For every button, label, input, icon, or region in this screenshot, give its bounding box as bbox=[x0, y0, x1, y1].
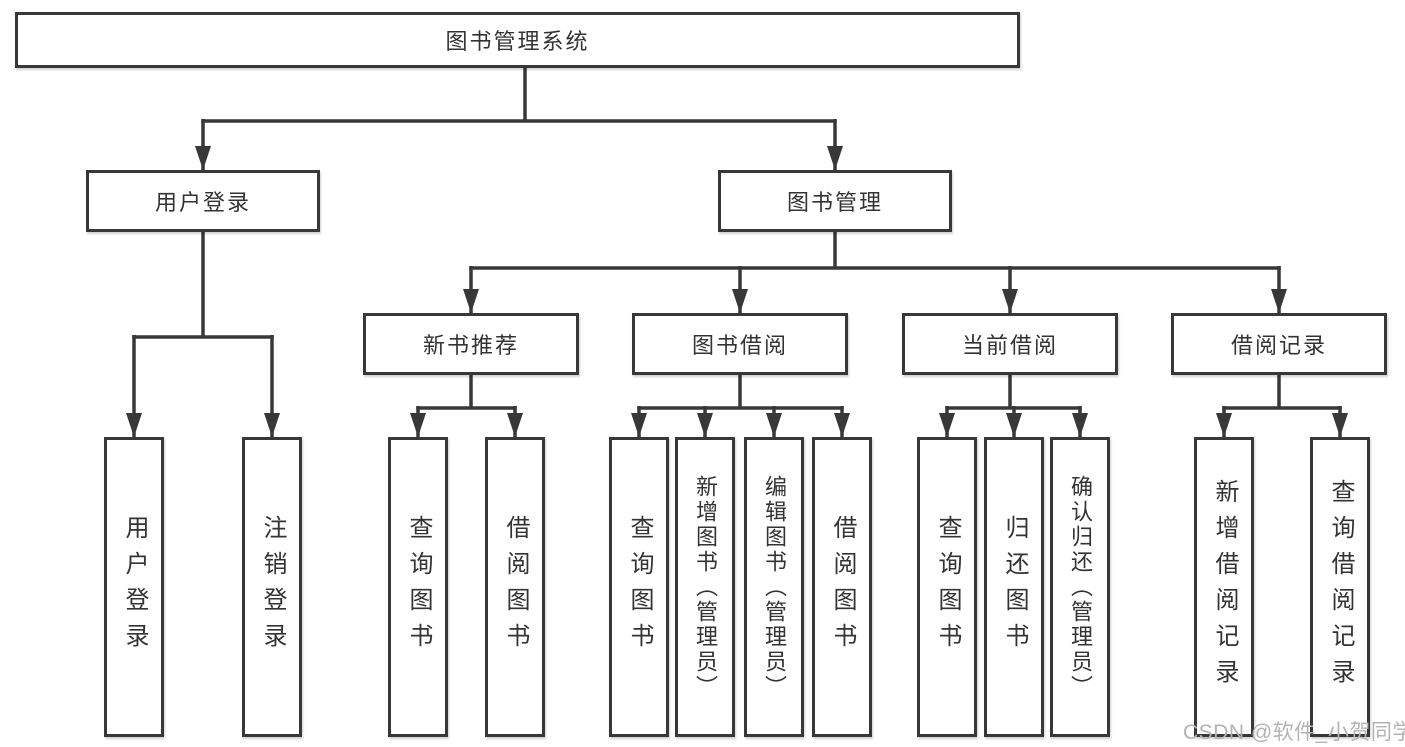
connector-borrow-records-branch bbox=[1222, 373, 1342, 410]
node-leaf-user-login-label: 用户登录 bbox=[121, 515, 148, 659]
node-borrow-records: 借阅记录 bbox=[1171, 313, 1387, 375]
node-root: 图书管理系统 bbox=[15, 12, 1020, 68]
watermark: CSDN @软件_小贺同学 bbox=[1183, 721, 1405, 744]
node-leaf-edit-book-admin: 编辑图书（管理员） bbox=[744, 437, 804, 737]
connector-root-to-level2 bbox=[201, 66, 837, 123]
node-leaf-add-book-admin-label: 新增图书（管理员） bbox=[693, 474, 718, 700]
node-leaf-logout-label: 注销登录 bbox=[259, 515, 286, 659]
connector-user-login-branch bbox=[132, 230, 274, 339]
node-leaf-query-book-borrow-label: 查询图书 bbox=[626, 515, 653, 659]
node-root-label: 图书管理系统 bbox=[445, 29, 590, 54]
node-leaf-borrow-book-recommend: 借阅图书 bbox=[485, 437, 545, 737]
node-leaf-return-book: 归还图书 bbox=[984, 437, 1044, 737]
connector-book-management-branch bbox=[469, 230, 1281, 270]
node-leaf-confirm-return-admin-label: 确认归还（管理员） bbox=[1068, 474, 1093, 700]
node-current-borrow-label: 当前借阅 bbox=[961, 333, 1058, 358]
node-borrow-records-label: 借阅记录 bbox=[1230, 333, 1327, 358]
node-leaf-query-book-recommend: 查询图书 bbox=[388, 437, 448, 737]
node-book-management-label: 图书管理 bbox=[786, 190, 883, 215]
node-leaf-logout: 注销登录 bbox=[242, 437, 302, 737]
node-leaf-user-login: 用户登录 bbox=[104, 437, 164, 737]
node-leaf-query-borrow-record: 查询借阅记录 bbox=[1310, 437, 1370, 737]
node-leaf-edit-book-admin-label: 编辑图书（管理员） bbox=[762, 474, 787, 700]
node-new-book-recommend-label: 新书推荐 bbox=[422, 333, 519, 358]
node-leaf-borrow-book-recommend-label: 借阅图书 bbox=[502, 515, 529, 659]
node-new-book-recommend: 新书推荐 bbox=[363, 313, 579, 375]
node-leaf-query-book-current-label: 查询图书 bbox=[934, 515, 961, 659]
node-leaf-return-book-label: 归还图书 bbox=[1001, 515, 1028, 659]
connector-new-book-recommend-branch bbox=[416, 373, 517, 410]
node-leaf-add-borrow-record-label: 新增借阅记录 bbox=[1211, 479, 1238, 695]
node-leaf-borrow-book: 借阅图书 bbox=[812, 437, 872, 737]
node-current-borrow: 当前借阅 bbox=[902, 313, 1118, 375]
node-user-login-label: 用户登录 bbox=[154, 190, 251, 215]
node-leaf-query-borrow-record-label: 查询借阅记录 bbox=[1327, 479, 1354, 695]
node-book-borrow: 图书借阅 bbox=[632, 313, 848, 375]
node-leaf-query-book-current: 查询图书 bbox=[917, 437, 977, 737]
node-leaf-add-book-admin: 新增图书（管理员） bbox=[675, 437, 735, 737]
node-leaf-add-borrow-record: 新增借阅记录 bbox=[1194, 437, 1254, 737]
node-book-borrow-label: 图书借阅 bbox=[691, 333, 788, 358]
node-leaf-confirm-return-admin: 确认归还（管理员） bbox=[1050, 437, 1110, 737]
node-leaf-query-book-borrow: 查询图书 bbox=[609, 437, 669, 737]
node-leaf-query-book-recommend-label: 查询图书 bbox=[405, 515, 432, 659]
node-leaf-borrow-book-label: 借阅图书 bbox=[829, 515, 856, 659]
connector-current-borrow-branch bbox=[945, 373, 1082, 410]
node-book-management: 图书管理 bbox=[718, 170, 952, 232]
connector-book-borrow-branch bbox=[637, 373, 844, 410]
node-user-login: 用户登录 bbox=[86, 170, 320, 232]
